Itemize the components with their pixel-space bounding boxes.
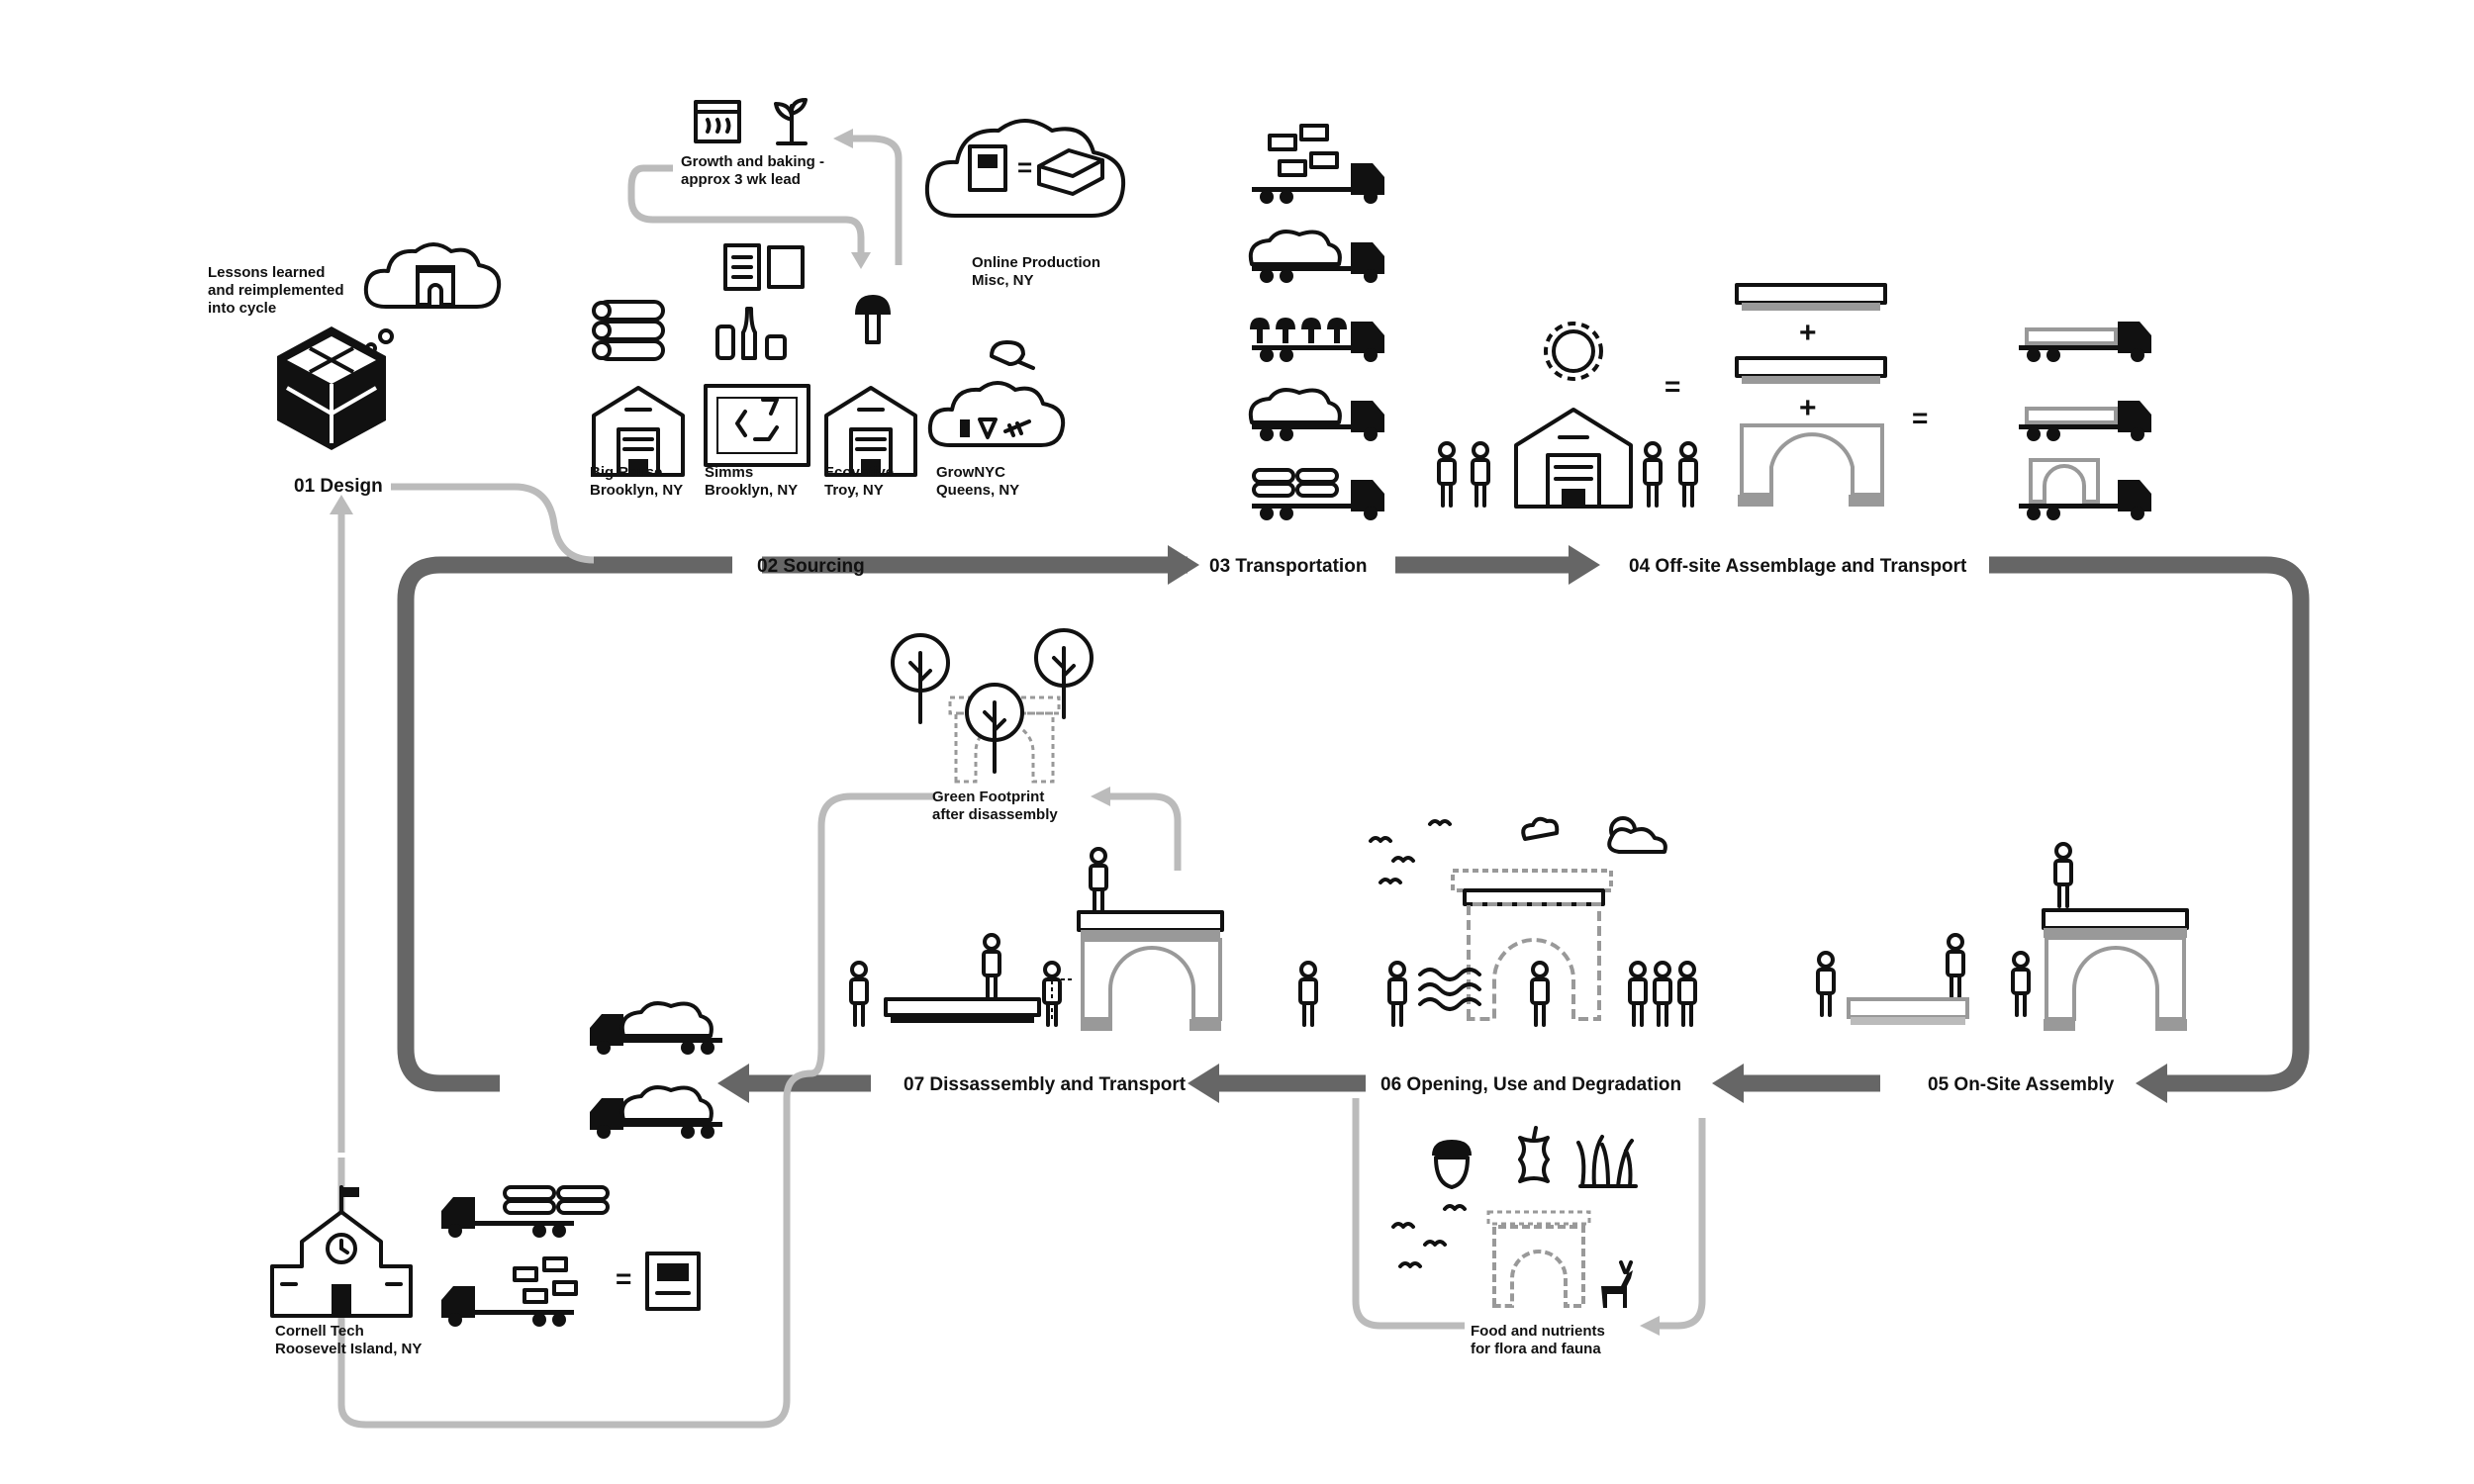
onsite-cluster	[1816, 842, 2189, 1031]
big-reuse-warehouse-icon	[592, 386, 685, 477]
schoolhouse-icon	[270, 1185, 413, 1318]
lessons-note-line2: and reimplemented	[208, 282, 344, 299]
sprout-icon	[774, 98, 808, 145]
offsite-equals-1: =	[1665, 371, 1680, 402]
apple-core-icon	[1518, 1126, 1550, 1183]
grownyc-compost-cloud-icon	[927, 381, 1066, 447]
stage-transportation-label: 03 Transportation	[1209, 556, 1367, 577]
design-cube-icon	[277, 326, 386, 450]
transportation-cluster	[1248, 124, 1384, 520]
logs-icon	[592, 300, 665, 361]
printer-3d-icon	[645, 1252, 701, 1311]
stage-opening-label: 06 Opening, Use and Degradation	[1380, 1074, 1681, 1095]
source-big-reuse-location: Brooklyn, NY	[590, 482, 683, 499]
onsite-arch-icon	[2042, 908, 2189, 1031]
truck-recyclables-return-icon	[590, 1001, 722, 1055]
food-cluster: Food and nutrients for flora and fauna	[1391, 1126, 1638, 1357]
cornell-note-line1: Cornell Tech	[275, 1323, 364, 1340]
truck-mushrooms-icon	[1250, 318, 1384, 362]
source-grownyc-name: GrowNYC	[936, 464, 1005, 481]
online-note-line1: Online Production	[972, 254, 1100, 271]
food-note-line1: Food and nutrients	[1471, 1323, 1605, 1340]
arch-components-stack: + +	[1735, 283, 1887, 507]
sun-gear-icon	[1544, 322, 1603, 381]
mushroom-icon	[855, 295, 891, 344]
stack-plus-2: +	[1799, 392, 1817, 424]
water-waves-icon	[1418, 968, 1481, 1011]
opening-cluster	[1298, 816, 1697, 1027]
offsite-warehouse-icon	[1514, 408, 1633, 509]
source-ecovative-name: Ecovative	[824, 464, 894, 481]
stage-offsite-label: 04 Off-site Assemblage and Transport	[1629, 556, 1967, 577]
feedback-paths	[330, 129, 1706, 1429]
truck-logs-icon	[1252, 468, 1384, 520]
growth-note-line2: approx 3 wk lead	[681, 171, 801, 188]
grass-icon	[1576, 1135, 1638, 1188]
degrading-arch-icon	[1451, 869, 1613, 1021]
online-equals: =	[1017, 152, 1032, 182]
truck-deck-icon	[2019, 322, 2151, 362]
green-footprint-icon	[891, 628, 1094, 784]
oven-icon	[694, 100, 741, 143]
truck-recyclables-icon	[1248, 388, 1384, 441]
green-note-line1: Green Footprint	[932, 788, 1044, 805]
bottles-icon	[715, 307, 787, 360]
source-ecovative-location: Troy, NY	[824, 482, 884, 499]
thought-cloud-icon	[363, 242, 502, 309]
green-note-line2: after disassembly	[932, 806, 1058, 823]
simms-recycle-icon	[704, 384, 810, 467]
stage-onsite-label: 05 On-Site Assembly	[1928, 1074, 2115, 1095]
disassembly-arch-icon	[1051, 910, 1224, 1031]
stage-disassembly-label: 07 Dissassembly and Transport	[904, 1074, 1187, 1095]
cloud-icon	[1521, 816, 1560, 841]
offsite-equals-2: =	[1912, 403, 1928, 433]
deer-icon	[1601, 1260, 1633, 1308]
design-cluster: Lessons learned and reimplemented into c…	[208, 242, 502, 450]
sourcing-cluster: Growth and baking - approx 3 wk lead	[590, 98, 1126, 499]
lessons-note-line3: into cycle	[208, 300, 276, 317]
food-note-line2: for flora and fauna	[1471, 1341, 1601, 1357]
ruin-arch-icon	[1486, 1210, 1591, 1308]
source-grownyc-location: Queens, NY	[936, 482, 1019, 499]
offsite-cluster: = + + =	[1437, 283, 2151, 520]
source-big-reuse-name: Big Reuse	[590, 464, 662, 481]
disassembly-cluster: Green Footprint after disassembly	[590, 628, 1224, 1139]
cornell-cluster: Cornell Tech Roosevelt Island, NY =	[270, 1185, 701, 1357]
truck-compost-icon	[1248, 230, 1384, 283]
online-note-line2: Misc, NY	[972, 272, 1034, 289]
partly-sunny-icon	[1607, 816, 1667, 854]
documents-icon	[723, 243, 805, 291]
cornell-equals: =	[616, 1263, 631, 1294]
stage-design-label: 01 Design	[294, 476, 383, 497]
truck-logs-return-icon	[441, 1185, 610, 1238]
meat-icon	[990, 340, 1035, 370]
stage-sourcing-label: 02 Sourcing	[757, 556, 865, 577]
truck-arch-icon	[2019, 458, 2151, 520]
truck-blocks-icon	[1252, 124, 1384, 204]
growth-note-line1: Growth and baking -	[681, 153, 824, 170]
truck-beam-icon	[2019, 401, 2151, 441]
stack-plus-1: +	[1799, 317, 1817, 349]
ecovative-warehouse-icon	[824, 386, 917, 477]
main-cycle-path	[397, 545, 2310, 1103]
source-simms-location: Brooklyn, NY	[705, 482, 798, 499]
lessons-note-line1: Lessons learned	[208, 264, 325, 281]
online-production-cloud-icon: =	[924, 119, 1126, 218]
acorn-icon	[1432, 1140, 1472, 1189]
truck-blocks-return-icon	[441, 1256, 578, 1327]
cornell-note-line2: Roosevelt Island, NY	[275, 1341, 422, 1357]
truck-compost-return-icon	[590, 1085, 722, 1139]
source-simms-name: Simms	[705, 464, 753, 481]
